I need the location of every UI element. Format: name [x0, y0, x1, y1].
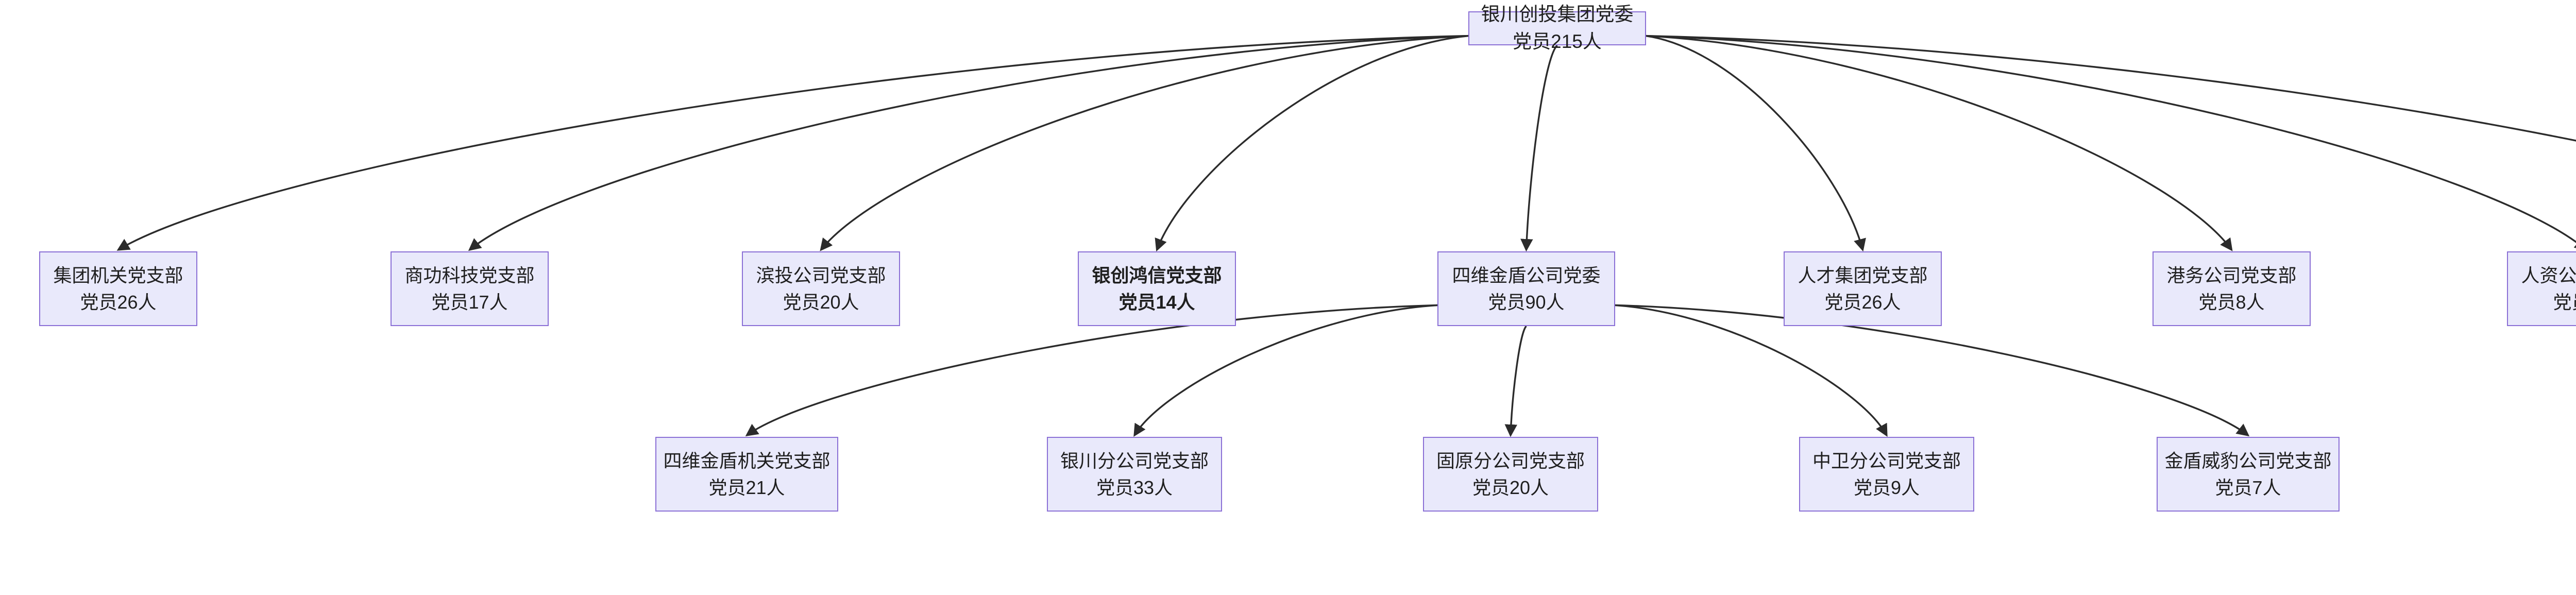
org-node-members: 党员20人 — [783, 291, 859, 313]
org-node-title: 金盾威豹公司党支部 — [2164, 450, 2332, 472]
org-node-members: 党员9人 — [1853, 477, 1920, 498]
org-node-n3[interactable]: 滨投公司党支部党员20人 — [742, 251, 900, 326]
org-node-members: 党员17人 — [431, 291, 508, 313]
org-node-members: 党员20人 — [1472, 477, 1549, 498]
org-edge-root-to-n6 — [1645, 35, 1866, 252]
org-edge-n5-to-m4 — [1614, 304, 1888, 437]
org-node-title: 银川分公司党支部 — [1060, 450, 1209, 472]
org-node-m1[interactable]: 四维金盾机关党支部党员21人 — [655, 437, 838, 512]
org-node-title: 商功科技党支部 — [404, 265, 535, 286]
org-node-n4[interactable]: 银创鸿信党支部党员14人 — [1078, 251, 1236, 326]
org-edge-root-to-n9 — [1645, 35, 2576, 142]
org-node-members: 党员7人 — [2215, 477, 2281, 498]
org-node-m3[interactable]: 固原分公司党支部党员20人 — [1423, 437, 1598, 512]
org-node-members: 党员14人 — [1118, 291, 1195, 313]
org-node-title: 港务公司党支部 — [2166, 265, 2297, 286]
org-node-members: 党员215人 — [1513, 31, 1602, 52]
org-edge-n5-to-m5 — [1614, 304, 2250, 437]
org-node-n6[interactable]: 人才集团党支部党员26人 — [1784, 251, 1942, 326]
edge-paths — [116, 35, 2576, 437]
org-node-members: 党员21人 — [708, 477, 785, 498]
org-edge-n5-to-m3 — [1504, 325, 1527, 437]
org-node-title: 人资公司党支部 — [2521, 265, 2576, 286]
org-node-title: 集团机关党支部 — [53, 265, 183, 286]
org-edge-root-to-n3 — [820, 35, 1469, 251]
org-node-members: 党员5人 — [2553, 291, 2576, 313]
org-edge-n5-to-m1 — [745, 304, 1438, 436]
org-node-members: 党员8人 — [2198, 291, 2265, 313]
org-node-root[interactable]: 银川创投集团党委党员215人 — [1468, 4, 1646, 52]
org-node-title: 四维金盾公司党委 — [1452, 265, 1601, 286]
org-edge-root-to-n8 — [1645, 35, 2576, 251]
org-node-members: 党员26人 — [1824, 291, 1901, 313]
org-node-title: 银创鸿信党支部 — [1092, 265, 1222, 286]
org-edge-root-to-n4 — [1155, 35, 1469, 252]
org-node-members: 党员90人 — [1488, 291, 1565, 313]
org-edge-root-to-n1 — [116, 35, 1469, 251]
org-node-members: 党员33人 — [1096, 477, 1173, 498]
org-node-n1[interactable]: 集团机关党支部党员26人 — [39, 251, 197, 326]
org-node-m2[interactable]: 银川分公司党支部党员33人 — [1047, 437, 1222, 512]
org-node-members: 党员26人 — [80, 291, 157, 313]
org-edge-root-to-n7 — [1645, 35, 2233, 251]
org-node-n7[interactable]: 港务公司党支部党员8人 — [2153, 251, 2311, 326]
org-edge-n5-to-m2 — [1133, 304, 1438, 437]
org-node-m5[interactable]: 金盾威豹公司党支部党员7人 — [2157, 437, 2340, 512]
org-edge-root-to-n5 — [1520, 44, 1558, 252]
org-node-n2[interactable]: 商功科技党支部党员17人 — [391, 251, 549, 326]
org-node-title: 中卫分公司党支部 — [1812, 450, 1961, 472]
org-node-n8[interactable]: 人资公司党支部党员5人 — [2507, 251, 2576, 326]
org-node-n5[interactable]: 四维金盾公司党委党员90人 — [1437, 251, 1615, 326]
org-node-title: 四维金盾机关党支部 — [663, 450, 831, 472]
org-edge-root-to-n2 — [468, 35, 1469, 251]
org-node-title: 人才集团党支部 — [1798, 265, 1928, 286]
org-node-m4[interactable]: 中卫分公司党支部党员9人 — [1799, 437, 1974, 512]
org-node-title: 固原分公司党支部 — [1436, 450, 1585, 472]
org-node-title: 滨投公司党支部 — [756, 265, 886, 286]
org-node-title: 银川创投集团党委 — [1481, 4, 1634, 25]
